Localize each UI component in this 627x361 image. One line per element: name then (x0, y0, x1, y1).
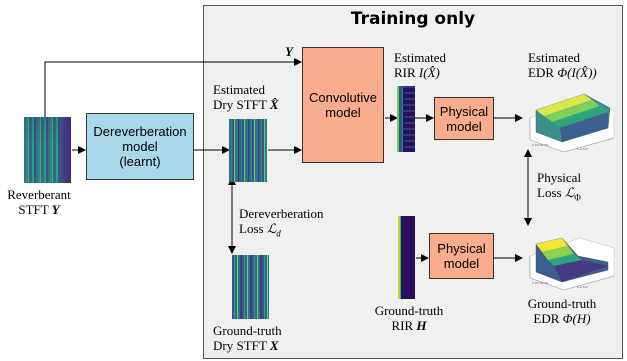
estimated-rir-line1: Estimated (394, 50, 446, 65)
gt-edr-text: EDR (533, 311, 563, 326)
estimated-dry-line1: Estimated (213, 82, 265, 97)
y-feed-arrow (44, 58, 302, 117)
gt-rir-line2: RIR H (364, 318, 454, 333)
physical-loss-line1: Physical (537, 170, 582, 185)
estimated-dry-text: Dry STFT (213, 97, 270, 112)
estimated-rir-line2: RIR I(X̂) (394, 65, 446, 80)
physical-model-top-block: Physical model (434, 97, 494, 140)
estimated-dry-line2: Dry STFT X̂ (213, 97, 279, 112)
dereverb-loss-line2: Loss ℒd (239, 221, 323, 242)
gt-rir-symbol: H (416, 318, 427, 333)
physical-loss-line2: Loss ℒΦ (537, 185, 581, 206)
physical-loss-symbol: ℒ (564, 185, 575, 200)
reverberant-label: Reverberant STFT Y (4, 187, 74, 217)
convolutive-block-line2: model (325, 105, 361, 120)
gt-dry-symbol: X (269, 338, 279, 353)
gt-dry-text: Dry STFT (213, 338, 270, 353)
physical-bottom-line2: model (443, 256, 480, 271)
estimated-rir-strip-texture (402, 86, 415, 152)
y-arrow-symbol: Y (285, 44, 293, 59)
estimated-dry-label: Estimated Dry STFT X̂ (213, 82, 279, 112)
reverberant-label-symbol: Y (51, 202, 60, 217)
convolutive-model-block: Convolutive model (302, 47, 384, 163)
dereverb-block-line3: (learnt) (119, 154, 161, 169)
ground-truth-dry-label: Ground-truth Dry STFT X (213, 323, 282, 353)
physical-top-line1: Physical (439, 103, 489, 119)
estimated-edr-plot: 0 20 40 60 0.2 0.4 (529, 93, 615, 153)
gt-dry-line1: Ground-truth (213, 323, 282, 338)
physical-loss-text: Loss (537, 185, 565, 200)
y-arrow-label: Y (285, 44, 293, 59)
ground-truth-rir-strip (398, 216, 415, 299)
dereverb-loss-symbol: ℒ (266, 221, 277, 236)
estimated-rir-text: RIR (394, 65, 419, 80)
svg-text:0 20 40 60: 0 20 40 60 (532, 281, 548, 285)
estimated-dry-symbol: X̂ (269, 97, 279, 112)
svg-text:0.2 0.4: 0.2 0.4 (577, 285, 588, 289)
panel-title: Training only (350, 9, 476, 29)
ground-truth-edr-label: Ground-truth EDR Φ(H) (512, 296, 612, 326)
estimated-edr-symbol: Φ(I(X̂)) (557, 65, 597, 80)
ground-truth-dry-spectrogram (232, 255, 269, 319)
estimated-rir-symbol: I(X̂) (418, 65, 440, 80)
dereverb-loss-subscript: d (276, 228, 281, 239)
physical-model-bottom-block: Physical model (429, 233, 494, 279)
gt-edr-symbol: Φ(H) (562, 311, 591, 326)
reverberant-label-line1: Reverberant (7, 187, 71, 202)
dereverberation-loss-label: Dereverberation Loss ℒd (239, 206, 323, 242)
gt-edr-line1: Ground-truth (527, 296, 597, 311)
dereverb-block-line2: model (122, 139, 158, 154)
physical-top-line2: model (446, 118, 482, 134)
dereverb-loss-text: Loss (239, 221, 267, 236)
gt-rir-text: RIR (391, 318, 417, 333)
estimated-rir-label: Estimated RIR I(X̂) (394, 50, 446, 80)
dereverb-loss-line1: Dereverberation (239, 206, 324, 221)
svg-text:0.2 0.4: 0.2 0.4 (577, 147, 588, 151)
ground-truth-rir-label: Ground-truth RIR H (364, 303, 454, 333)
estimated-edr-label: Estimated EDR Φ(I(X̂)) (528, 50, 597, 80)
gt-dry-line2: Dry STFT X (213, 338, 282, 353)
dereverberation-model-block: Dereverberation model (learnt) (86, 113, 194, 180)
estimated-edr-line2: EDR Φ(I(X̂)) (528, 65, 597, 80)
convolutive-block-line1: Convolutive (309, 90, 377, 105)
reverberant-label-line2: STFT Y (4, 202, 74, 217)
estimated-edr-line1: Estimated (528, 50, 580, 65)
physical-bottom-line1: Physical (437, 241, 486, 256)
physical-loss-label: Physical Loss ℒΦ (537, 170, 581, 206)
reverberant-spectrogram-tail (60, 117, 71, 183)
estimated-edr-text: EDR (528, 65, 558, 80)
gt-edr-line2: EDR Φ(H) (512, 311, 612, 326)
reverberant-label-text: STFT (18, 202, 52, 217)
ground-truth-edr-plot: 0 20 40 60 0.2 0.4 (529, 237, 615, 291)
gt-rir-line1: Ground-truth (374, 303, 444, 318)
dereverb-block-line1: Dereverberation (93, 124, 187, 139)
physical-loss-subscript: Φ (574, 192, 581, 203)
svg-text:0 20 40 60: 0 20 40 60 (532, 143, 548, 147)
training-only-panel (203, 5, 623, 359)
estimated-dry-spectrogram (229, 119, 267, 182)
